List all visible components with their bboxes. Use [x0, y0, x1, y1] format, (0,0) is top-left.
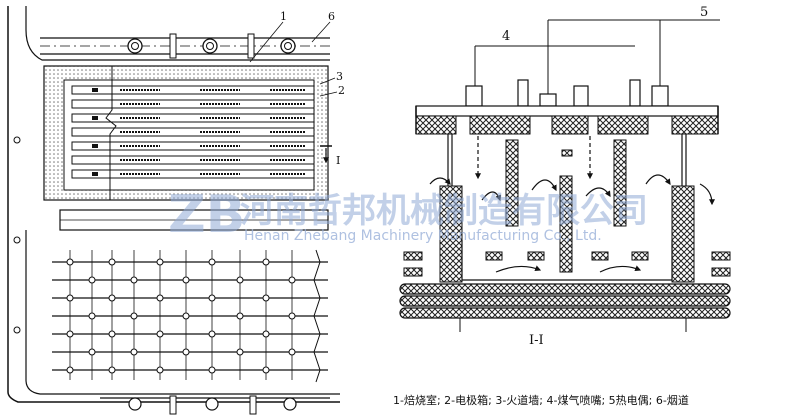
furnace-base [399, 283, 731, 319]
watermark-company-cn: 河南哲邦机械制造有限公司 [240, 191, 648, 231]
watermark-company-en: Henan Zhebang Machinery Manufacturing Co… [244, 228, 602, 244]
watermark-logo: ZB [168, 185, 245, 245]
callout-1: 1 [280, 10, 287, 23]
company-watermark: ZB 河南哲邦机械制造有限公司 Henan Zhebang Machinery … [168, 185, 648, 245]
flue-duct-top [40, 33, 330, 59]
furnace-outline-inner [25, 6, 330, 61]
section-view: 4 5 [399, 5, 731, 348]
furnace-outline-lower [25, 230, 340, 395]
callout-2: 2 [338, 84, 345, 97]
callout-4: 4 [502, 29, 510, 44]
break-line [105, 66, 117, 200]
section-title: I-I [529, 333, 544, 348]
callout-6: 6 [328, 10, 335, 23]
furnace-outline [7, 6, 340, 403]
legend-text: 1-焙烧室; 2-电极箱; 3-火道墙; 4-煤气喷嘴; 5热电偶; 6-烟道 [393, 393, 689, 407]
flue-wall-rows [71, 85, 315, 179]
callout-3: 3 [336, 70, 343, 83]
top-slab [415, 105, 719, 117]
flue-walls [439, 139, 695, 283]
gas-nozzles [465, 79, 669, 107]
flue-duct-bottom [100, 395, 330, 415]
plan-view: 1 6 3 2 I [7, 6, 345, 415]
section-mark: I [336, 154, 340, 167]
burner-grid [52, 249, 328, 383]
callout-5: 5 [700, 5, 708, 20]
